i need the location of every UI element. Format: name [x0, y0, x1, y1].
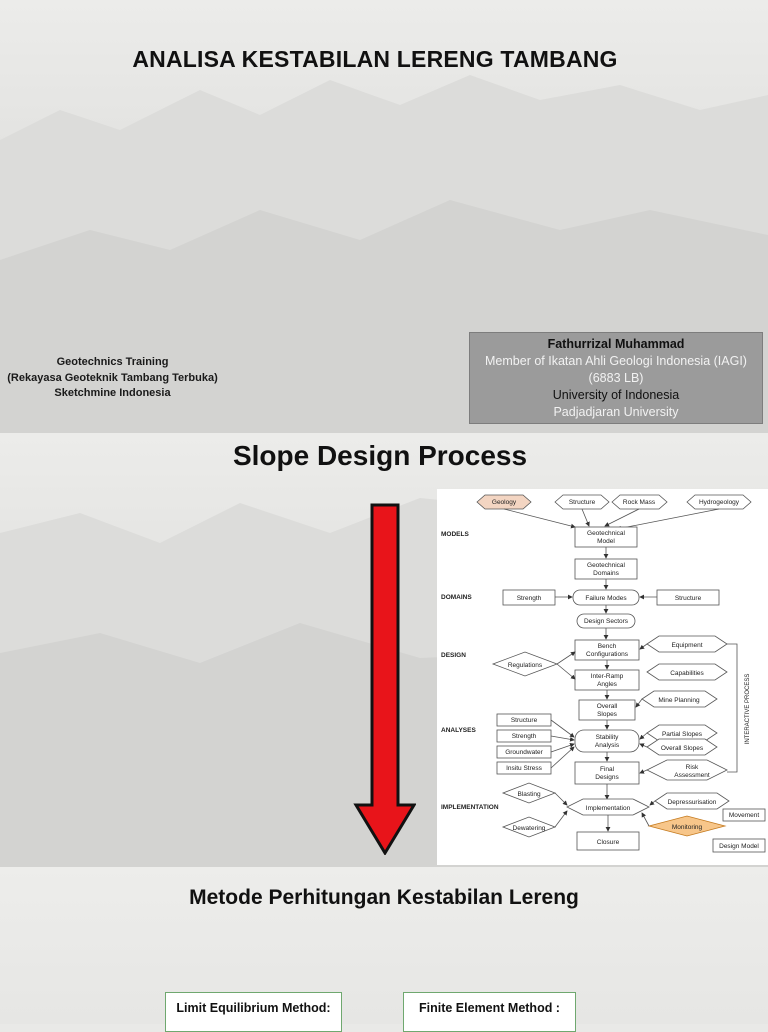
- limit-equilibrium-box: Limit Equilibrium Method:: [165, 992, 342, 1032]
- text-strength-input: Strength: [512, 733, 537, 740]
- node-structure-domain: [656, 589, 720, 606]
- text-final-1: Final: [600, 766, 615, 773]
- text-failure-modes: Failure Modes: [585, 595, 627, 602]
- text-structure-input: Structure: [511, 717, 538, 724]
- text-partial-slopes: Partial Slopes: [662, 731, 703, 738]
- author-membership: Member of Ikatan Ahli Geologi Indonesia …: [485, 354, 747, 368]
- node-geology: [476, 494, 532, 510]
- text-structure: Structure: [569, 499, 596, 506]
- author-university-1: University of Indonesia: [552, 388, 680, 402]
- node-risk-assessment: [646, 759, 728, 781]
- text-geotech-domains-1: Geotechnical: [587, 562, 625, 569]
- text-blasting: Blasting: [517, 791, 541, 798]
- text-final-2: Designs: [595, 774, 619, 781]
- text-movement: Movement: [729, 812, 760, 819]
- node-strength: [502, 589, 556, 606]
- node-movement: [722, 808, 766, 822]
- author-box: Fathurrizal Muhammad Member of Ikatan Ah…: [469, 332, 763, 424]
- methods-slide: [0, 867, 768, 1024]
- node-overall-slopes-right: [646, 738, 718, 756]
- node-implementation: [566, 798, 650, 816]
- down-arrow-icon: [353, 503, 416, 855]
- text-regulations: Regulations: [508, 662, 543, 669]
- text-structure-domain: Structure: [675, 595, 702, 602]
- presentation-title: ANALISA KESTABILAN LERENG TAMBANG: [132, 46, 618, 72]
- training-line: Geotechnics Training: [56, 356, 169, 368]
- text-depressurisation: Depressurisation: [668, 799, 717, 806]
- text-interactive-process: INTERACTIVE PROCESS: [745, 674, 751, 745]
- text-overall-slopes-right: Overall Slopes: [661, 745, 704, 752]
- text-strength: Strength: [517, 595, 542, 602]
- text-design-sectors: Design Sectors: [584, 618, 629, 625]
- row-label-models: MODELS: [441, 531, 469, 538]
- text-implementation: Implementation: [586, 805, 631, 812]
- node-hydrogeology: [686, 494, 752, 510]
- author-university-2: Padjadjaran University: [553, 405, 679, 419]
- text-capabilities: Capabilities: [670, 670, 704, 677]
- node-design-model: [712, 838, 766, 853]
- node-mine-planning: [641, 690, 718, 708]
- text-geotech-model-2: Model: [597, 538, 615, 545]
- text-insitu-input: Insitu Stress: [506, 765, 543, 772]
- finite-element-box: Finite Element Method :: [403, 992, 576, 1032]
- author-member-number: (6883 LB): [588, 371, 644, 385]
- text-geotech-domains-2: Domains: [593, 570, 619, 577]
- node-closure: [576, 831, 640, 851]
- text-hydrogeology: Hydrogeology: [699, 499, 740, 506]
- text-closure: Closure: [597, 839, 620, 846]
- slide-title: Slope Design Process: [232, 440, 528, 471]
- text-mine-planning: Mine Planning: [658, 697, 700, 704]
- text-stability-2: Analysis: [595, 742, 620, 749]
- row-label-design: DESIGN: [441, 652, 466, 659]
- row-label-implementation: IMPLEMENTATION: [441, 804, 499, 811]
- node-capabilities: [646, 663, 728, 681]
- text-overall-2: Slopes: [597, 711, 618, 718]
- text-geotech-model-1: Geotechnical: [587, 530, 625, 537]
- training-line: Sketchmine Indonesia: [54, 387, 171, 399]
- text-risk-2: Assessment: [674, 772, 710, 779]
- text-bench-2: Configurations: [586, 651, 629, 658]
- text-design-model: Design Model: [719, 843, 759, 850]
- training-line: (Rekayasa Geoteknik Tambang Terbuka): [7, 371, 218, 384]
- training-info: Geotechnics Training (Rekayasa Geoteknik…: [0, 355, 225, 402]
- text-stability-1: Stability: [596, 734, 620, 741]
- text-inter-ramp-1: Inter-Ramp: [591, 673, 624, 680]
- methods-title: Metode Perhitungan Kestabilan Lereng: [189, 886, 579, 909]
- text-dewatering: Dewatering: [513, 825, 546, 832]
- row-label-domains: DOMAINS: [441, 594, 472, 601]
- text-rock-mass: Rock Mass: [623, 499, 656, 506]
- text-overall-1: Overall: [597, 703, 618, 710]
- row-label-analyses: ANALYSES: [441, 727, 476, 734]
- node-monitoring: [647, 815, 727, 837]
- text-bench-1: Bench: [598, 643, 617, 650]
- node-structure-top: [554, 494, 610, 510]
- text-equipment: Equipment: [671, 642, 702, 649]
- text-inter-ramp-2: Angles: [597, 681, 618, 688]
- text-risk-1: Risk: [686, 764, 699, 771]
- text-groundwater-input: Groundwater: [505, 749, 543, 756]
- author-name: Fathurrizal Muhammad: [547, 337, 685, 351]
- flowchart-diagram: MODELS DOMAINS DESIGN ANALYSES IMPLEMENT…: [441, 494, 766, 853]
- title-slide: ANALISA KESTABILAN LERENG TAMBANG Geotec…: [0, 0, 768, 433]
- text-geology: Geology: [492, 499, 517, 506]
- slope-design-flowchart: MODELS DOMAINS DESIGN ANALYSES IMPLEMENT…: [437, 489, 768, 865]
- node-depressurisation: [654, 792, 730, 810]
- text-monitoring: Monitoring: [672, 824, 703, 831]
- node-rock-mass: [611, 494, 668, 510]
